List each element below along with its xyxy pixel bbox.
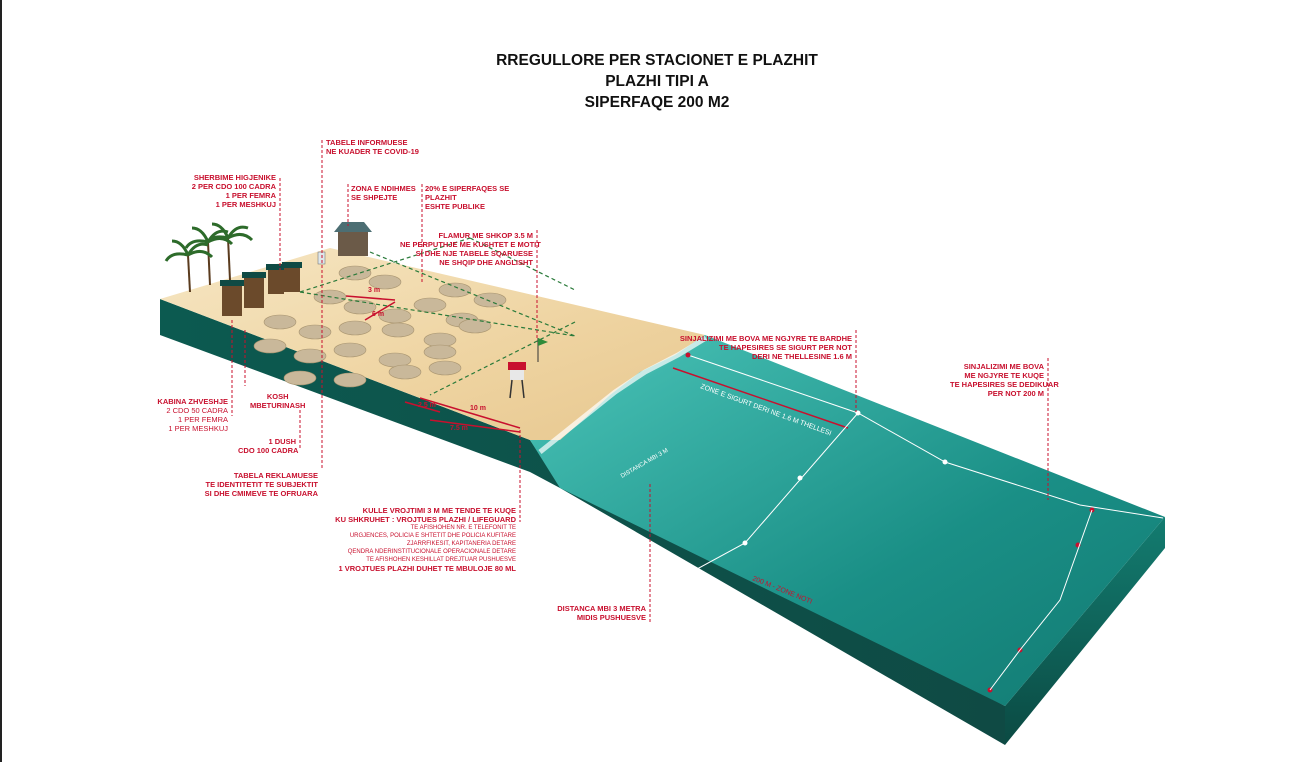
leader-lines bbox=[231, 140, 1049, 622]
umbrella bbox=[333, 372, 367, 388]
title-line-1: RREGULLORE PER STACIONET E PLAZHIT bbox=[496, 52, 818, 69]
block-left-side bbox=[160, 299, 1005, 745]
umbrella bbox=[298, 324, 332, 340]
umbrella bbox=[473, 292, 507, 308]
label-lifeguard-tower: KULLE VROJTIMI 3 M ME TENDE TE KUQE KU S… bbox=[335, 506, 516, 573]
left-border bbox=[0, 0, 2, 762]
palm-trees bbox=[164, 222, 254, 293]
umbrella bbox=[428, 360, 462, 376]
measure-6m: 6 m bbox=[372, 311, 384, 318]
umbrella bbox=[283, 370, 317, 386]
umbrella bbox=[338, 265, 372, 281]
buoy bbox=[797, 475, 803, 481]
title-line-3: SIPERFAQE 200 M2 bbox=[584, 94, 730, 111]
title-line-2: PLAZHI TIPI A bbox=[605, 73, 709, 90]
page-title: RREGULLORE PER STACIONET E PLAZHIT PLAZH… bbox=[420, 50, 894, 113]
umbrella bbox=[293, 348, 327, 364]
measure-3m: 3 m bbox=[368, 287, 380, 294]
red-buoy-line bbox=[989, 509, 1093, 691]
measure-10m: 10 m bbox=[470, 405, 486, 412]
wave-foam bbox=[538, 335, 708, 454]
buoy bbox=[942, 459, 948, 465]
umbrella bbox=[423, 344, 457, 360]
buoy bbox=[855, 410, 861, 416]
umbrella bbox=[413, 297, 447, 313]
measure-2-5m: 2.5 m bbox=[418, 402, 436, 409]
umbrella bbox=[438, 282, 472, 298]
umbrella bbox=[388, 364, 422, 380]
measure-lines bbox=[345, 295, 849, 433]
changing-cabins bbox=[220, 262, 302, 316]
umbrella bbox=[368, 274, 402, 290]
umbrella bbox=[458, 318, 492, 334]
first-aid-hut bbox=[334, 222, 372, 256]
measure-texts: 3 m 6 m 2.5 m 10 m 7.5 m bbox=[368, 287, 486, 432]
umbrella bbox=[263, 314, 297, 330]
zone-dashed-lines bbox=[299, 237, 576, 396]
measure-7-5m: 7.5 m bbox=[450, 425, 468, 432]
umbrella bbox=[253, 338, 287, 354]
flag bbox=[537, 338, 548, 362]
umbrella bbox=[338, 320, 372, 336]
lifeguard-tower bbox=[508, 362, 526, 399]
umbrella bbox=[381, 322, 415, 338]
buoy bbox=[742, 540, 748, 546]
buoy bbox=[685, 352, 691, 358]
umbrella bbox=[333, 342, 367, 358]
block-front-face bbox=[1005, 517, 1165, 745]
sea-surface bbox=[530, 335, 1165, 706]
umbrella bbox=[343, 299, 377, 315]
